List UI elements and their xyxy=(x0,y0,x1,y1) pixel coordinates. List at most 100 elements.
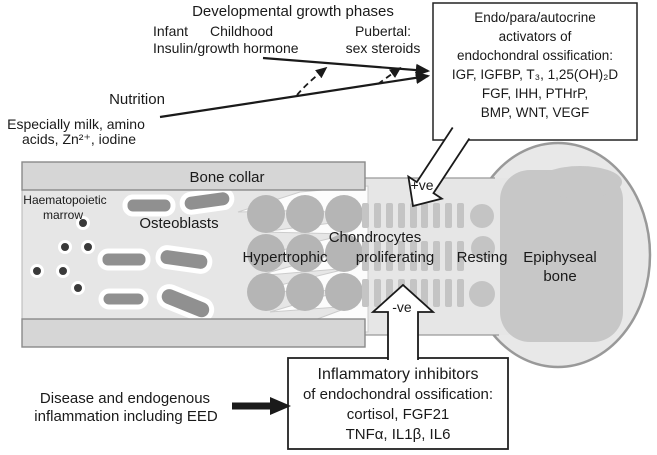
trabecula-shape xyxy=(97,248,151,271)
negative-effect-arrow xyxy=(370,283,436,360)
label-epiphyseal-1: Epiphyseal xyxy=(523,249,596,266)
inhibitors-line: cortisol, FGF21 xyxy=(347,406,450,423)
resting-cell xyxy=(469,281,495,307)
label-sex-steroids: sex steroids xyxy=(346,40,421,56)
inhibitors-line: of endochondral ossification: xyxy=(303,386,493,403)
trabecula-shape xyxy=(179,187,235,215)
chondrocyte-bar xyxy=(421,241,428,271)
hypertrophic-cell xyxy=(286,273,324,311)
label-negative: -ve xyxy=(392,299,412,315)
label-pubertal: Pubertal: xyxy=(355,23,411,39)
trabeculae-group xyxy=(97,187,235,323)
marrow-dot xyxy=(71,281,85,295)
label-positive: +ve xyxy=(411,177,434,193)
chondrocyte-bar xyxy=(445,241,452,271)
chondrocyte-bar xyxy=(386,241,393,271)
label-osteoblasts: Osteoblasts xyxy=(139,215,218,232)
label-disease-1: Disease and endogenous xyxy=(40,390,210,407)
activators-line: FGF, IHH, PTHrP, xyxy=(482,86,588,101)
label-resting: Resting xyxy=(457,249,508,266)
label-proliferating: proliferating xyxy=(356,249,434,266)
resting-cell xyxy=(470,204,494,228)
chondrocyte-bar xyxy=(457,203,464,228)
label-infant: Infant xyxy=(153,23,188,39)
page-title: Developmental growth phases xyxy=(192,3,394,20)
epiphyseal-bone-shape xyxy=(538,166,622,198)
label-marrow: marrow xyxy=(43,208,83,222)
proliferating-cells-group xyxy=(362,203,464,307)
chondrocyte-bar xyxy=(410,241,417,271)
epiphyseal-bone-shape xyxy=(500,170,623,342)
marrow-dot xyxy=(81,240,95,254)
label-chondrocytes: Chondrocytes xyxy=(329,229,422,246)
activators-box xyxy=(432,2,638,141)
label-epiphyseal-2: bone xyxy=(543,268,576,285)
chondrocyte-bar xyxy=(445,279,452,307)
chondrocyte-bar xyxy=(433,279,440,307)
inhibitors-box-text: Inflammatory inhibitors of endochondral … xyxy=(303,366,493,443)
chondrocyte-bar xyxy=(445,203,452,228)
chondrocyte-bar xyxy=(457,279,464,307)
bone-collar-top xyxy=(21,161,366,191)
chondrocyte-bar xyxy=(398,241,405,271)
label-haematopoietic: Haematopoietic xyxy=(23,193,106,207)
trabecula-shape xyxy=(122,194,176,217)
hypertrophic-cell xyxy=(247,273,285,311)
chondrocyte-bar xyxy=(421,203,428,228)
activators-line: Endo/para/autocrine xyxy=(474,10,596,25)
label-nutrition-detail-1: Especially milk, amino xyxy=(7,116,145,132)
resting-cells-group xyxy=(469,204,495,307)
trabecula-shape xyxy=(156,284,215,323)
trabecula-shape xyxy=(155,245,213,274)
chondrocyte-bar xyxy=(410,203,417,228)
chondrocyte-bar xyxy=(433,241,440,271)
marrow-dot xyxy=(30,264,44,278)
hypertrophic-cell xyxy=(247,195,285,233)
nutrition-arrow xyxy=(159,71,431,119)
chondrocyte-bar xyxy=(457,241,464,271)
label-insulin-growth-hormone: Insulin/growth hormone xyxy=(153,40,299,56)
chondrocyte-bar xyxy=(374,241,381,271)
dashed-branch-arrow xyxy=(296,66,328,96)
chondrocyte-bar xyxy=(362,203,369,228)
activators-line: IGF, IGFBP, T₃, 1,25(OH)₂D xyxy=(452,67,619,82)
marrow-dot xyxy=(58,240,72,254)
disease-arrow-head xyxy=(270,397,291,415)
bone-collar-bottom xyxy=(21,318,366,348)
chondrocyte-bar xyxy=(398,203,405,228)
marrow-dot xyxy=(76,216,90,230)
marrow-dots-group xyxy=(30,216,95,295)
hypertrophic-cell xyxy=(247,234,285,272)
chondrocyte-bar xyxy=(433,203,440,228)
positive-effect-arrow xyxy=(407,127,471,208)
chondrocyte-bar xyxy=(421,279,428,307)
label-nutrition-detail-2: acids, Zn²⁺, iodine xyxy=(22,131,136,147)
hypertrophic-cell xyxy=(325,195,363,233)
hypertrophic-cell xyxy=(286,195,324,233)
label-disease-2: inflammation including EED xyxy=(34,408,218,425)
hypertrophic-cells-group xyxy=(247,195,363,311)
dashed-branch-arrow xyxy=(377,66,402,85)
trabecula-shape xyxy=(98,288,149,310)
chondrocyte-bar xyxy=(374,203,381,228)
chondrocyte-bar xyxy=(374,279,381,307)
label-hypertrophic: Hypertrophic xyxy=(242,249,328,266)
chondrocyte-bar xyxy=(362,279,369,307)
activators-line: endochondral ossification: xyxy=(457,48,613,63)
inhibitors-line: Inflammatory inhibitors xyxy=(318,366,479,383)
chondrocyte-bar xyxy=(362,241,369,271)
label-nutrition: Nutrition xyxy=(109,91,165,108)
hypertrophic-cell xyxy=(325,273,363,311)
marrow-dot xyxy=(56,264,70,278)
activators-line: activators of xyxy=(499,29,572,44)
inhibitors-line: TNFα, IL1β, IL6 xyxy=(346,426,451,443)
activators-box-text: Endo/para/autocrine activators of endoch… xyxy=(452,10,619,120)
chondrocyte-bar xyxy=(386,203,393,228)
hypertrophic-cell xyxy=(325,234,363,272)
label-bone-collar: Bone collar xyxy=(189,169,264,186)
hypertrophic-cell xyxy=(286,234,324,272)
label-childhood: Childhood xyxy=(210,23,273,39)
resting-cell xyxy=(471,236,495,260)
